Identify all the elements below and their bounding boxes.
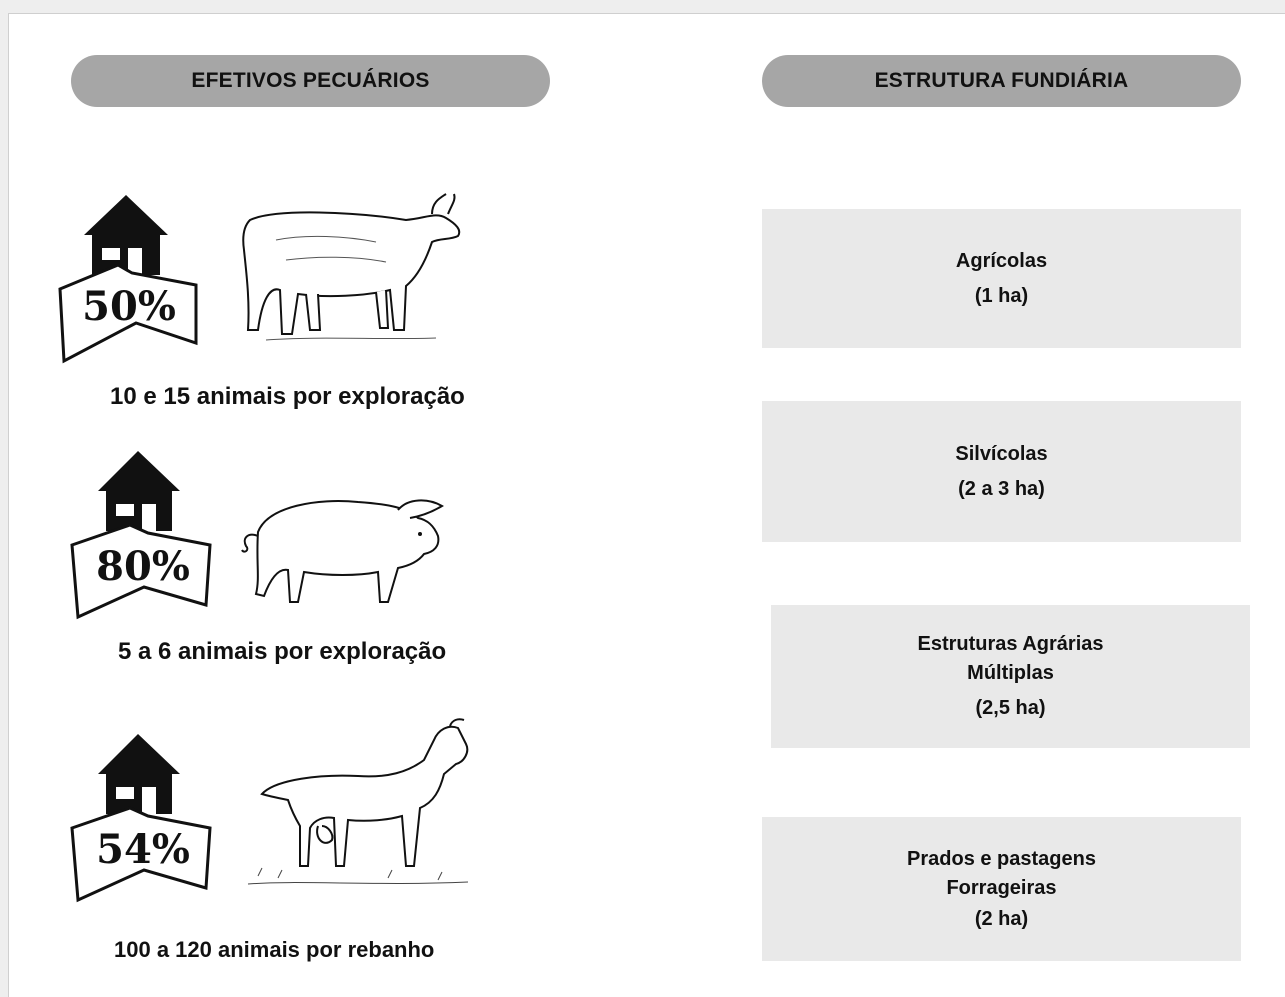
pig-icon xyxy=(241,499,444,603)
house-badge-goat: 54% xyxy=(70,732,216,904)
land-value: (2 a 3 ha) xyxy=(958,477,1045,500)
cow-icon xyxy=(242,193,461,341)
house-icon xyxy=(70,451,212,620)
land-label: Silvícolas xyxy=(955,442,1048,465)
house-badge-pig: 80% xyxy=(70,449,216,621)
land-label-line2: Forrageiras xyxy=(946,876,1057,899)
land-box-agricolas: Agrícolas (1 ha) xyxy=(762,209,1241,348)
land-structure-header: ESTRUTURA FUNDIÁRIA xyxy=(762,55,1241,107)
land-value: (2 ha) xyxy=(974,907,1029,930)
pig-caption: 5 a 6 animais por exploração xyxy=(118,638,447,665)
percentage-label: 54% xyxy=(96,826,190,873)
house-icon xyxy=(70,734,212,903)
land-label: Agrícolas xyxy=(955,249,1048,272)
land-box-prados-pastagens: Prados e pastagens Forrageiras (2 ha) xyxy=(762,817,1241,961)
cow-caption: 10 e 15 animais por exploração xyxy=(110,383,465,410)
land-label-line1: Estruturas Agrárias xyxy=(917,633,1104,655)
goat-caption: 100 a 120 animais por rebanho xyxy=(114,937,435,962)
house-badge-cow: 50% xyxy=(56,193,202,365)
land-box-silvicolas: Silvícolas (2 a 3 ha) xyxy=(762,401,1241,542)
land-value: (2,5 ha) xyxy=(975,697,1046,719)
land-value: (1 ha) xyxy=(974,284,1029,307)
goat-icon xyxy=(247,718,469,885)
percentage-label: 80% xyxy=(96,543,190,590)
percentage-label: 50% xyxy=(82,283,176,330)
land-label-line2: Múltiplas xyxy=(967,662,1054,684)
land-box-estruturas-multiplas: Estruturas Agrárias Múltiplas (2,5 ha) xyxy=(771,605,1250,748)
land-label-line1: Prados e pastagens xyxy=(907,847,1096,870)
house-icon xyxy=(58,195,198,364)
livestock-header: EFETIVOS PECUÁRIOS xyxy=(71,55,550,107)
